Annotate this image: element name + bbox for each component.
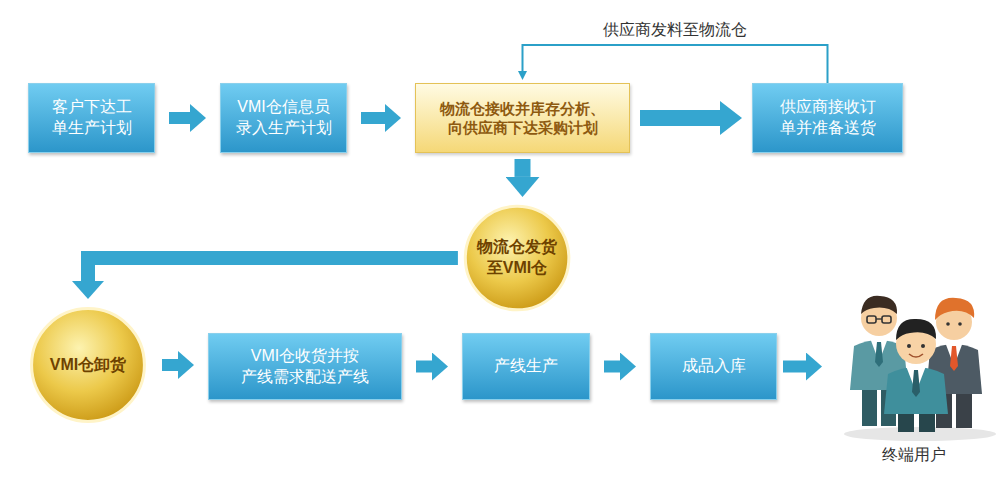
node-label: 客户下达工 单生产计划 [47, 97, 137, 139]
node-label: VMI仓信息员 录入生产计划 [222, 97, 346, 139]
node-label: 成品入库 [682, 356, 746, 377]
flow-arrow [783, 361, 806, 373]
node-label: 供应商接收订 单并准备送货 [776, 97, 880, 139]
flow-arrow [523, 45, 828, 83]
node-label: 终端用户 [882, 445, 946, 466]
flow-arrow [162, 359, 178, 371]
process-box: 成品入库 [650, 333, 777, 400]
process-box: VMI仓收货并按 产线需求配送产线 [208, 333, 402, 400]
node-label: VMI仓收货并按 产线需求配送产线 [234, 346, 376, 388]
circle-outline [462, 203, 572, 313]
person-front [884, 319, 948, 432]
process-box: 产线生产 [462, 333, 590, 400]
flow-arrow [604, 361, 620, 373]
process-box: 客户下达工 单生产计划 [28, 83, 155, 153]
end-user-figure: 终端用户 [828, 282, 1000, 472]
flow-arrow [361, 112, 385, 124]
process-circle: VMI仓卸货 [28, 305, 148, 425]
flow-arrow [515, 159, 531, 177]
node-label: 产线生产 [494, 356, 558, 377]
node-label: 物流仓接收并库存分析、 向供应商下达采购计划 [432, 99, 614, 138]
highlighted-process-box: 物流仓接收并库存分析、 向供应商下达采购计划 [415, 83, 630, 153]
connector-group [88, 45, 828, 367]
circle-fill [32, 309, 145, 422]
circle-fill [465, 206, 569, 310]
process-box: VMI仓信息员 录入生产计划 [220, 83, 347, 153]
connector-label: 供应商发料至物流仓 [599, 20, 751, 41]
people-illustration [828, 282, 1000, 444]
process-box: 供应商接收订 单并准备送货 [752, 83, 903, 153]
flow-arrow [640, 110, 720, 126]
flow-arrow [169, 112, 190, 124]
process-circle: 物流仓发货 至VMI仓 [462, 203, 572, 313]
flow-arrow [88, 258, 458, 281]
node-label: VMI仓卸货 [50, 355, 126, 376]
node-label: 物流仓发货 至VMI仓 [471, 237, 563, 279]
flow-arrow [416, 361, 432, 373]
